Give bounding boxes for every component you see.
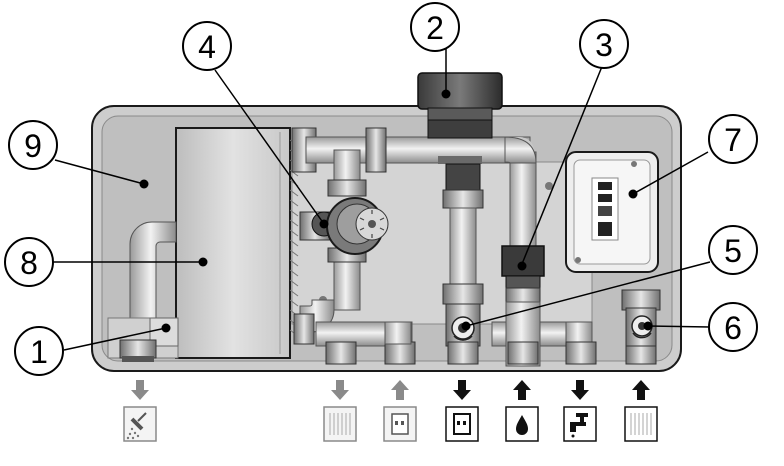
flow-arrow-up-dark — [513, 380, 531, 400]
callout-6: 6 — [708, 302, 758, 352]
flow-arrow-down-dark — [571, 380, 589, 400]
callout-1: 1 — [14, 326, 64, 376]
control-box — [565, 151, 659, 273]
callout-9: 9 — [8, 120, 58, 170]
callout-label: 1 — [30, 334, 48, 370]
connection-fitting-left — [107, 317, 179, 362]
heat-exchanger — [175, 127, 299, 359]
flow-arrow-down-dark — [453, 380, 471, 400]
callout-2: 2 — [410, 2, 460, 52]
callout-label: 2 — [426, 10, 444, 46]
callout-label: 8 — [20, 245, 38, 281]
tap-icon — [563, 406, 597, 442]
leader-lines — [50, 48, 711, 351]
vertical-pipe-valve — [501, 245, 545, 305]
radiator-icon — [323, 406, 357, 442]
callout-label: 6 — [724, 310, 742, 346]
radiator-icon — [624, 406, 658, 442]
left-loop-pipe — [129, 221, 177, 341]
callout-3: 3 — [579, 19, 629, 69]
callout-5: 5 — [708, 225, 758, 275]
flow-arrow-down-light — [331, 380, 349, 400]
flow-arrow-up-light — [391, 380, 409, 400]
shower-icon — [123, 406, 157, 442]
callout-label: 5 — [724, 233, 742, 269]
ball-valve-right — [621, 289, 661, 347]
callout-label: 9 — [24, 128, 42, 164]
flow-arrow-up-dark — [632, 380, 650, 400]
callout-label: 3 — [595, 27, 613, 63]
boiler-icon — [383, 406, 417, 442]
boiler-icon — [445, 406, 479, 442]
top-union-nut — [417, 72, 503, 164]
callout-label: 4 — [198, 29, 216, 65]
mixing-branch-pipe — [291, 127, 387, 345]
flow-arrow-down-light — [131, 380, 149, 400]
callout-8: 8 — [4, 237, 54, 287]
callout-label: 7 — [724, 122, 742, 158]
callout-4: 4 — [182, 21, 232, 71]
water-drop-icon — [505, 406, 539, 442]
callout-7: 7 — [708, 114, 758, 164]
center-vertical-pipe — [442, 163, 484, 305]
bottom-fittings — [325, 321, 657, 365]
leader-dots — [139, 89, 653, 333]
